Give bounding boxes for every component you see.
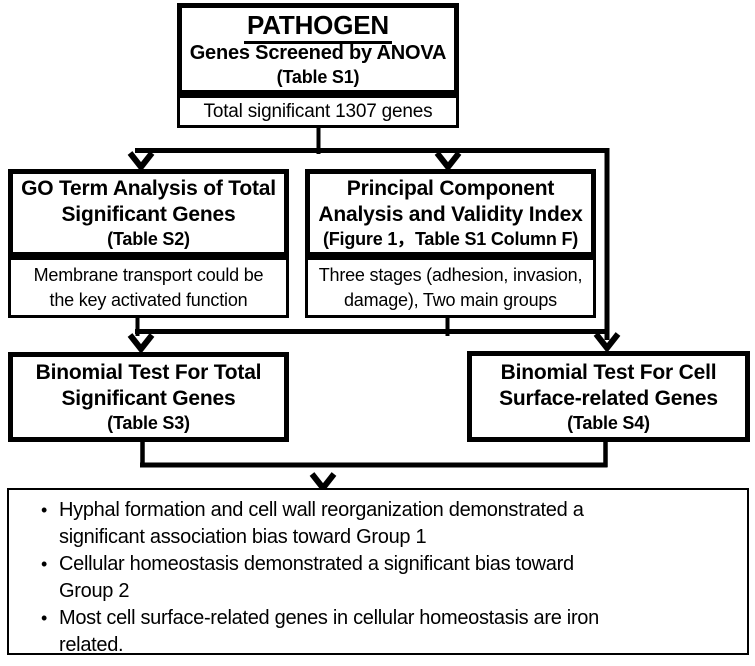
total-significant-genes-text: Total significant 1307 genes	[203, 100, 433, 122]
pathogen-title-text: PATHOGEN	[244, 10, 392, 44]
bullet-icon: •	[41, 554, 48, 574]
go-term-result-box: Membrane transport could be the key acti…	[8, 257, 289, 318]
pathogen-table-ref: (Table S1)	[276, 67, 360, 87]
go-term-analysis-title: GO Term Analysis of Total Significant Ge…	[21, 177, 276, 226]
go-term-table-ref: (Table S2)	[107, 229, 190, 249]
pca-result-text: Three stages (adhesion, invasion, damage…	[318, 264, 583, 310]
conclusion-item: • Most cell surface-related genes in cel…	[19, 605, 737, 659]
conclusion-text: Hyphal formation and cell wall reorganiz…	[59, 499, 584, 548]
binomial-total-table-ref: (Table S3)	[107, 413, 190, 433]
pathogen-box: PATHOGEN Genes Screened by ANOVA (Table …	[177, 3, 459, 95]
total-significant-genes-box: Total significant 1307 genes	[177, 95, 459, 128]
conclusion-item: • Hyphal formation and cell wall reorgan…	[19, 497, 737, 551]
binomial-total-box: Binomial Test For Total Significant Gene…	[8, 352, 289, 442]
go-term-result-text: Membrane transport could be the key acti…	[33, 264, 264, 310]
arrow-down-icon	[309, 472, 337, 493]
bullet-icon: •	[41, 608, 48, 628]
pathogen-title: PATHOGEN	[244, 10, 392, 44]
go-term-analysis-box: GO Term Analysis of Total Significant Ge…	[8, 169, 289, 257]
conclusion-text: Cellular homeostasis demonstrated a sign…	[59, 553, 574, 602]
pca-title: Principal Component Analysis and Validit…	[318, 177, 583, 226]
pca-table-ref: (Figure 1，Table S1 Column F)	[322, 229, 579, 249]
arrow-down-icon	[434, 151, 462, 172]
pca-box: Principal Component Analysis and Validit…	[305, 169, 596, 257]
binomial-cell-surface-box: Binomial Test For Cell Surface-related G…	[467, 351, 750, 442]
conclusions-list: • Hyphal formation and cell wall reorgan…	[19, 497, 737, 659]
binomial-cell-surface-table-ref: (Table S4)	[567, 412, 650, 433]
arrow-down-icon	[593, 332, 621, 353]
conclusions-box: • Hyphal formation and cell wall reorgan…	[7, 488, 749, 656]
pathogen-subtitle: Genes Screened by ANOVA	[189, 42, 447, 64]
pca-result-box: Three stages (adhesion, invasion, damage…	[305, 257, 596, 318]
binomial-total-title: Binomial Test For Total Significant Gene…	[35, 361, 262, 410]
binomial-cell-surface-title: Binomial Test For Cell Surface-related G…	[499, 360, 718, 410]
conclusion-item: • Cellular homeostasis demonstrated a si…	[19, 551, 737, 605]
arrow-down-icon	[127, 151, 155, 172]
conclusion-text: Most cell surface-related genes in cellu…	[59, 607, 599, 656]
arrow-down-icon	[127, 333, 155, 354]
bullet-icon: •	[41, 500, 48, 520]
